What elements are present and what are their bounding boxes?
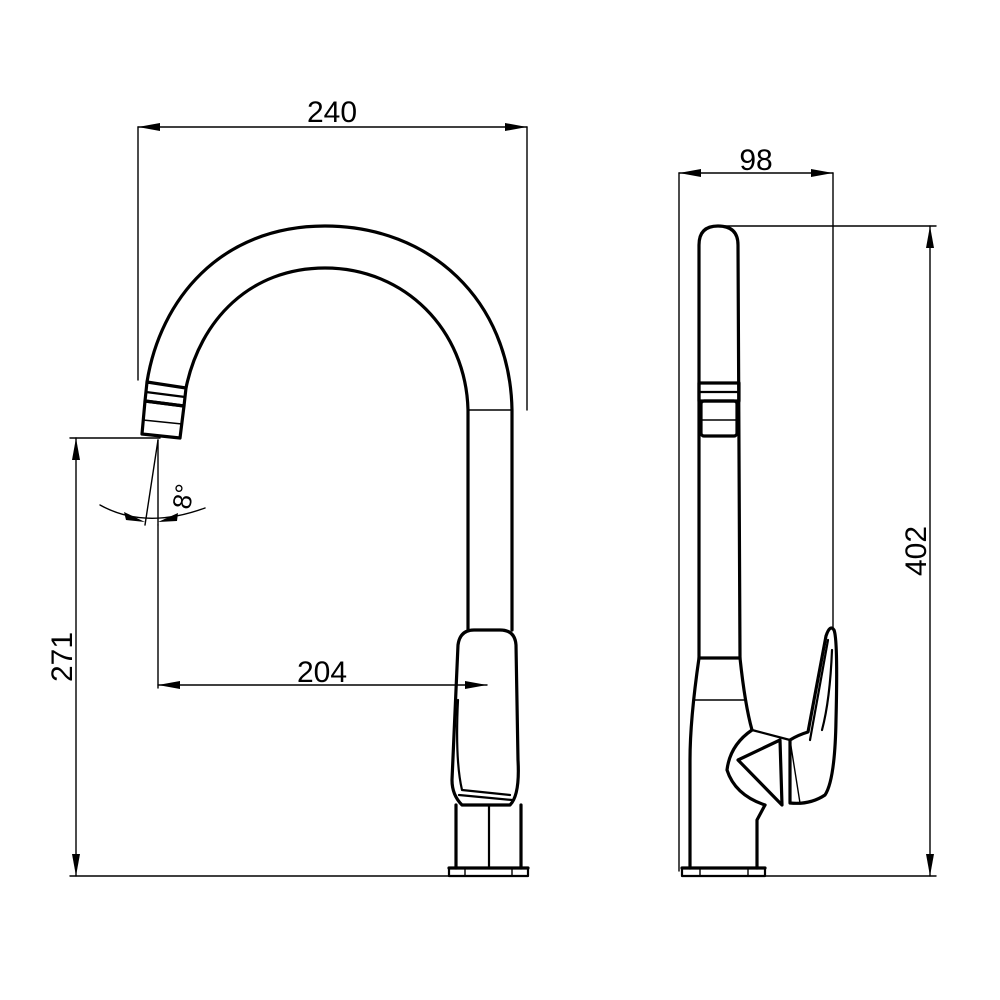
dim-spout-reach: 204	[297, 656, 347, 689]
spout-outer-curve	[145, 224, 514, 632]
faucet-body	[447, 803, 530, 878]
dim-spout-height: 271	[46, 632, 79, 682]
spout-inner-curve	[184, 266, 470, 632]
front-view	[140, 224, 530, 878]
side-lever-handle	[725, 626, 839, 807]
lever-handle	[450, 628, 520, 807]
dim-overall-height: 402	[900, 526, 933, 576]
side-view	[680, 224, 839, 878]
side-spout-column	[697, 224, 742, 660]
side-body	[680, 656, 767, 878]
dim-overall-width: 240	[307, 96, 357, 129]
dimension-lines	[69, 123, 937, 877]
dim-spout-angle: 8°	[166, 482, 200, 512]
aerator	[140, 380, 188, 440]
dim-side-depth: 98	[739, 144, 772, 177]
dimension-labels: 240 98 204 271 402 8°	[46, 96, 933, 689]
side-aerator	[697, 381, 741, 438]
